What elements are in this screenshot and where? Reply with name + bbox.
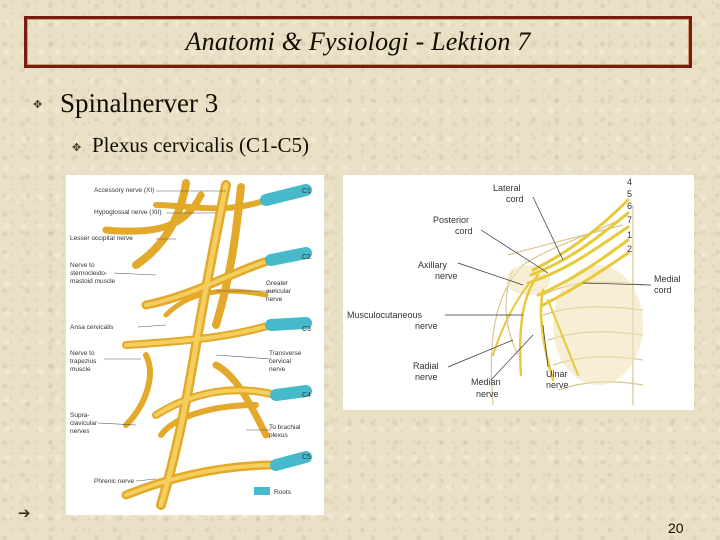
label-transverse-line1: Transverse	[269, 350, 302, 357]
label-supraclavicular-line2: clavicular	[70, 420, 98, 427]
label-radial-nerve-line2: nerve	[415, 372, 438, 382]
label-musculocutaneous-line1: Musculocutaneous	[347, 310, 423, 320]
root-label-c3: C3	[302, 326, 311, 333]
level-label-4: 4	[627, 177, 632, 187]
level-label-2: 2	[627, 244, 632, 254]
label-accessory-nerve: Accessory nerve (XI)	[94, 187, 154, 194]
level-label-7: 7	[627, 215, 632, 225]
roots-legend-label: Roots	[274, 489, 292, 496]
label-greater-auricular-line2: auricular	[266, 288, 292, 295]
label-transverse-line2: cervical	[269, 358, 292, 365]
cervical-plexus-figure: C1 C2 C3 C4 C5 Accessory nerve (XI) Hypo…	[66, 175, 324, 515]
level-label-6: 6	[627, 201, 632, 211]
level-label-1: 1	[627, 230, 632, 240]
label-greater-auricular-line1: Greater	[266, 280, 289, 287]
label-scm-line3: mastoid muscle	[70, 278, 116, 285]
label-posterior-cord-line2: cord	[455, 226, 473, 236]
level-label-5: 5	[627, 189, 632, 199]
label-brachial-line2: plexus	[269, 432, 289, 439]
label-radial-nerve-line1: Radial	[413, 361, 439, 371]
label-trapezius-line2: trapezius	[70, 358, 97, 365]
label-greater-auricular-line3: nerve	[266, 296, 283, 303]
label-medial-cord-line1: Medial	[654, 274, 681, 284]
root-label-c2: C2	[302, 254, 311, 261]
label-transverse-line3: nerve	[269, 366, 286, 373]
title-box: Anatomi & Fysiologi - Lektion 7	[24, 16, 692, 68]
label-axillary-nerve-line1: Axillary	[418, 260, 448, 270]
right-arrow-icon: ➔	[18, 504, 31, 523]
slide-subheading: Plexus cervicalis (C1-C5)	[92, 133, 309, 158]
label-phrenic-nerve: Phrenic nerve	[94, 478, 134, 485]
label-brachial-line1: To brachial	[269, 424, 301, 431]
root-label-c4: C4	[302, 392, 311, 399]
label-lateral-cord-line2: cord	[506, 194, 524, 204]
label-trapezius-line1: Nerve to	[70, 350, 95, 357]
cervical-plexus-illustration: C1 C2 C3 C4 C5 Accessory nerve (XI) Hypo…	[66, 175, 324, 515]
label-medial-cord-line2: cord	[654, 285, 672, 295]
label-posterior-cord-line1: Posterior	[433, 215, 469, 225]
diamond-bullet-icon: ✥	[72, 141, 81, 154]
label-median-nerve-line2: nerve	[476, 389, 499, 399]
brachial-plexus-illustration: 4 5 6 7 1 2 Lateral cord Posterior cord …	[343, 175, 694, 410]
label-trapezius-line3: muscle	[70, 366, 91, 373]
label-ansa-cervicalis: Ansa cervicalis	[70, 324, 114, 331]
diamond-bullet-icon: ✥	[33, 98, 42, 111]
roots-legend-swatch	[254, 487, 270, 495]
brachial-plexus-figure: 4 5 6 7 1 2 Lateral cord Posterior cord …	[343, 175, 694, 410]
page-number: 20	[668, 520, 684, 536]
label-lateral-cord-line1: Lateral	[493, 183, 521, 193]
label-median-nerve-line1: Median	[471, 377, 501, 387]
label-hypoglossal-nerve: Hypoglossal nerve (XII)	[94, 209, 162, 216]
root-label-c5: C5	[302, 454, 311, 461]
label-supraclavicular-line1: Supra-	[70, 412, 90, 419]
label-axillary-nerve-line2: nerve	[435, 271, 458, 281]
label-musculocutaneous-line2: nerve	[415, 321, 438, 331]
root-label-c1: C1	[302, 188, 311, 195]
label-ulnar-nerve-line1: Ulnar	[546, 369, 568, 379]
label-scm-line1: Nerve to	[70, 262, 95, 269]
label-scm-line2: sternocleido-	[70, 270, 107, 277]
slide-heading: Spinalnerver 3	[60, 88, 218, 119]
label-lesser-occipital-nerve: Lesser occipital nerve	[70, 235, 133, 242]
label-supraclavicular-line3: nerves	[70, 428, 90, 435]
label-ulnar-nerve-line2: nerve	[546, 380, 569, 390]
slide-title: Anatomi & Fysiologi - Lektion 7	[186, 27, 531, 57]
